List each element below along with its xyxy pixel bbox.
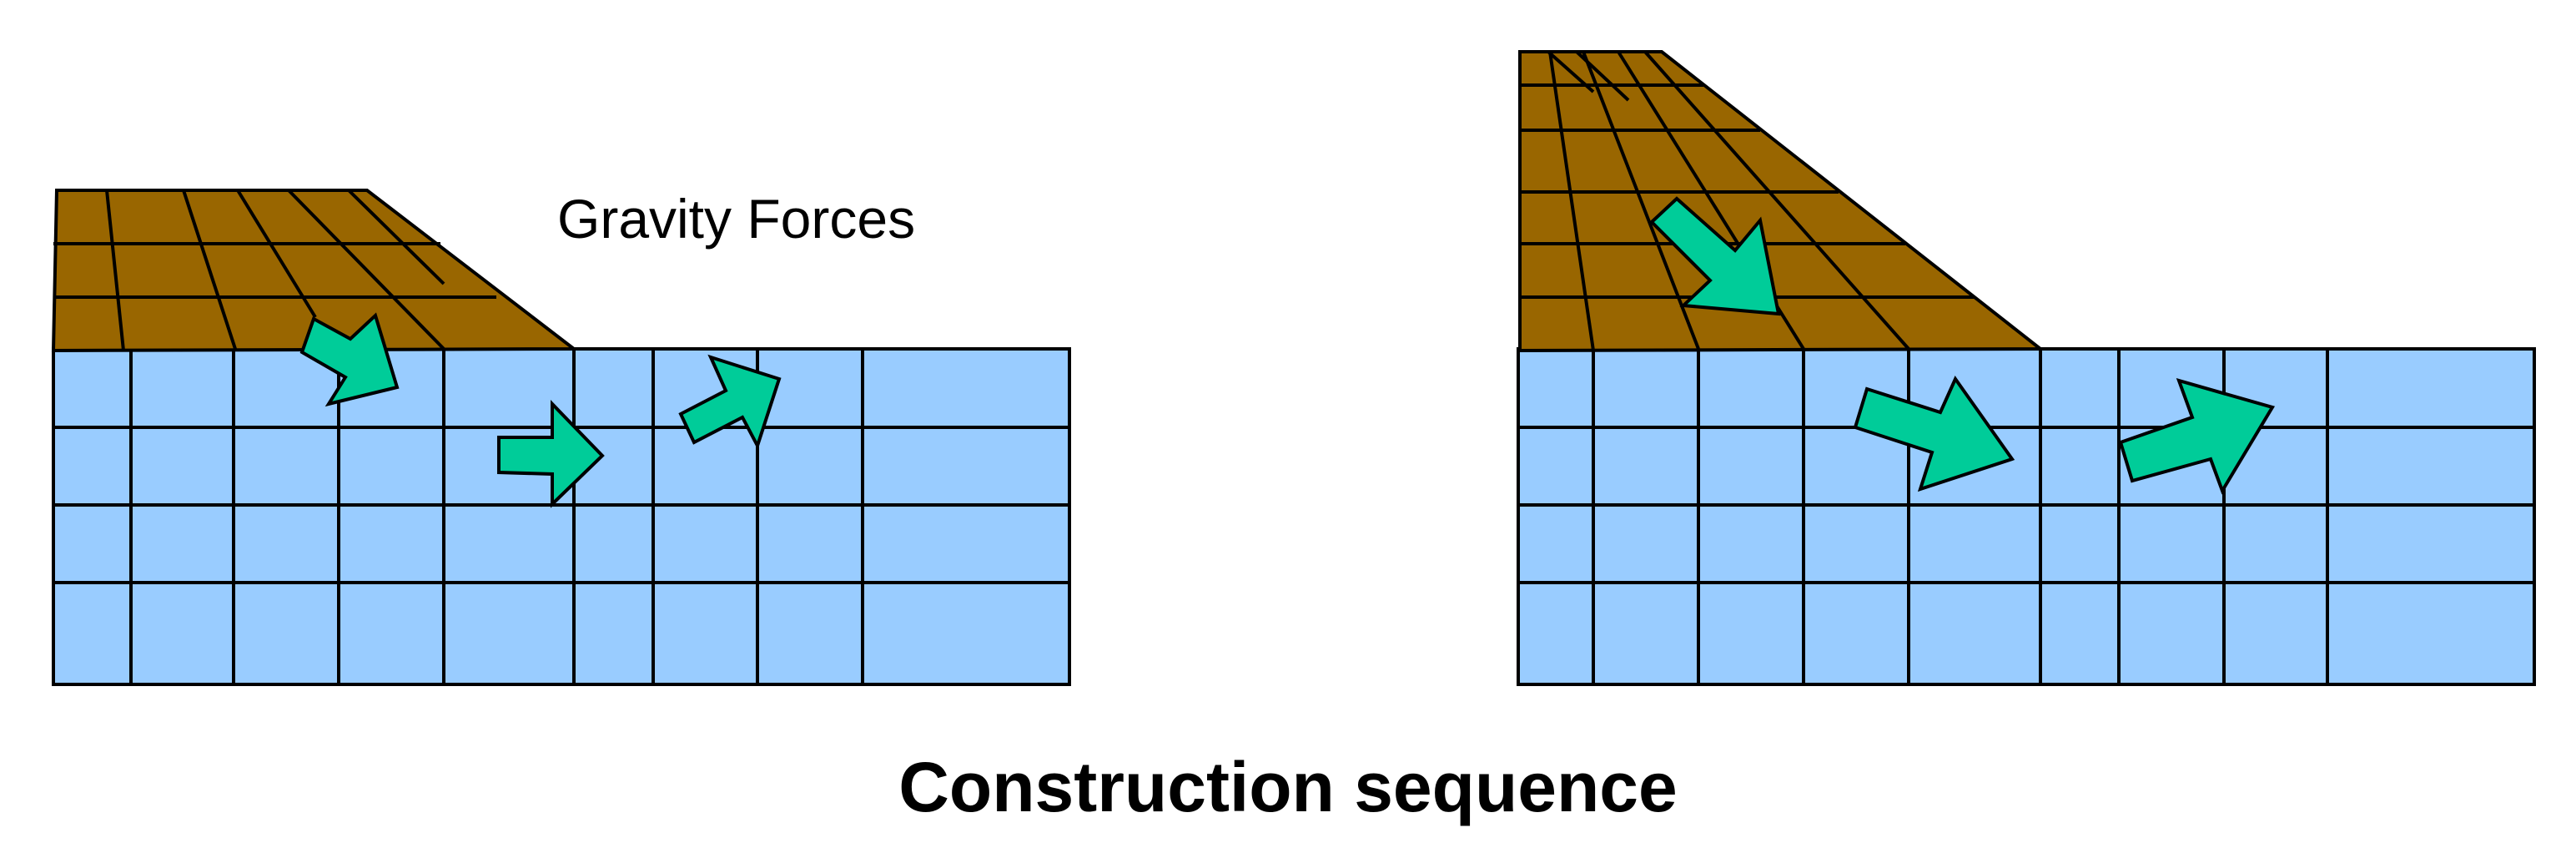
- stage-2-foundation-mesh: [1517, 347, 2536, 686]
- stage-2-arrow-3: [2118, 378, 2276, 495]
- stage-1-arrow-2: [497, 400, 605, 508]
- stage-2-gravity-arrows: [1649, 196, 2276, 495]
- stage-1-foundation-grid: [53, 349, 1069, 684]
- stage-2-model: [1517, 50, 2536, 686]
- stage-2-arrow-2: [1853, 375, 2015, 492]
- gravity-forces-label: Gravity Forces: [557, 188, 916, 250]
- stage-1-gravity-arrows: [299, 312, 782, 508]
- stage-1-arrow-1: [299, 312, 400, 407]
- stage-2-embankment-layers: [1518, 50, 2045, 353]
- stage-2-arrow-1: [1649, 196, 1781, 316]
- stage-1-arrow-3: [678, 354, 782, 451]
- stage-1-model: [51, 189, 1071, 686]
- diagram-caption: Construction sequence: [898, 748, 1678, 826]
- stage-1-foundation-mesh: [52, 347, 1071, 686]
- stage-1-embankment-grid: [53, 189, 496, 351]
- stage-2-foundation-grid: [1518, 349, 2534, 684]
